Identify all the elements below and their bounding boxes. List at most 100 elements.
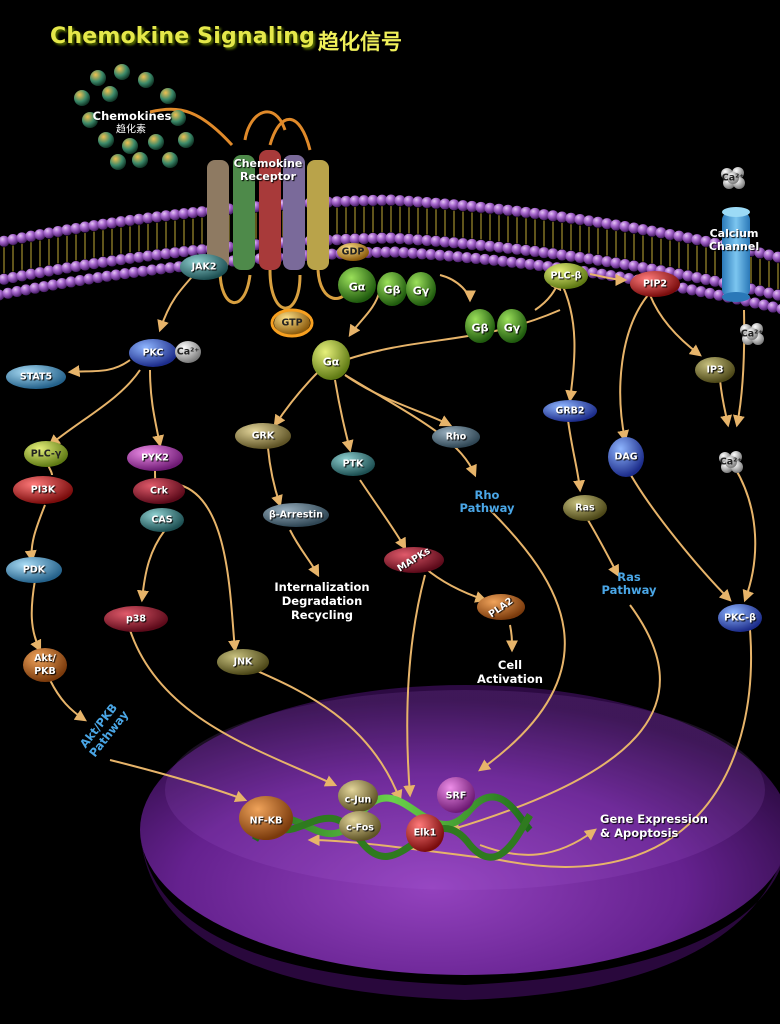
lipid-head-lower (398, 247, 410, 259)
lipid-head-lower (137, 265, 149, 277)
lipid-head-outer (196, 206, 208, 218)
label-pkc: PKC (142, 347, 164, 359)
pathway-arrows (24, 267, 757, 868)
lipid-head-lower (326, 248, 338, 260)
pdk-node (6, 557, 62, 583)
ca-pkc-node (175, 341, 201, 363)
lipid-head-inner (520, 244, 532, 256)
lipid-head-inner (448, 237, 460, 249)
lipid-head-lower (74, 274, 86, 286)
lipid-head-outer (457, 200, 469, 212)
lipid-head-lower (686, 284, 698, 296)
lipid-head-outer (124, 214, 136, 226)
label-grk: GRK (251, 430, 275, 442)
label-ip3: IP3 (706, 364, 724, 376)
lipid-head-inner (7, 272, 19, 284)
lipid-head-inner (88, 258, 100, 270)
plc-gamma-node (24, 441, 68, 467)
cas-node (140, 508, 184, 532)
lipid-head-outer (331, 196, 343, 208)
dna-helix (251, 793, 533, 861)
lipid-head-lower (29, 282, 41, 294)
lipid-head-inner (196, 244, 208, 256)
lipid-head-outer (160, 210, 172, 222)
lipid-head-inner (493, 241, 505, 253)
lipid-head-inner (709, 275, 721, 287)
gtp-node (274, 311, 310, 335)
lipid-head-inner (79, 259, 91, 271)
lipid-head-inner (16, 270, 28, 282)
lipid-head-lower (533, 259, 545, 271)
lipid-head-inner (124, 252, 136, 264)
lipid-head-inner (547, 248, 559, 260)
lipid-head-outer (700, 235, 712, 247)
calcium-channel (722, 207, 750, 302)
lipid-head-outer (394, 195, 406, 207)
lipid-head-outer (655, 227, 667, 239)
lipid-head-inner (25, 268, 37, 280)
lipid-head-outer (16, 232, 28, 244)
akt-node (23, 648, 67, 682)
lipid-head-outer (88, 220, 100, 232)
label-galpha-2: Gα (322, 355, 340, 369)
label-gtp: GTP (281, 317, 303, 329)
calcium-ion-cluster (719, 451, 743, 473)
lipid-head-outer (772, 251, 780, 263)
lipid-head-outer (439, 198, 451, 210)
gdp-node (337, 243, 369, 261)
lipid-head-inner (763, 287, 775, 299)
plc-beta-node (544, 263, 588, 289)
lipid-head-lower (479, 253, 491, 265)
lipid-head-outer (403, 195, 415, 207)
lipid-head-outer (34, 229, 46, 241)
lipid-head-inner (412, 234, 424, 246)
lipid-head-inner (565, 250, 577, 262)
lipid-head-inner (682, 270, 694, 282)
label-cas: CAS (151, 514, 173, 526)
lipid-head-outer (412, 196, 424, 208)
lipid-head-outer (529, 207, 541, 219)
lipid-head-lower (425, 249, 437, 261)
calcium-ion-cluster (721, 167, 745, 189)
label-pi3k: PI3K (30, 484, 56, 496)
lipid-head-inner (106, 255, 118, 267)
lipid-head-outer (628, 222, 640, 234)
lipid-head-lower (416, 248, 428, 260)
lipid-head-lower (65, 276, 77, 288)
rho-node (432, 426, 480, 448)
lipid-head-outer (79, 221, 91, 233)
label-beta-arrestin: β-Arrestin (268, 509, 324, 521)
lipid-head-outer (25, 230, 37, 242)
c-fos-node (339, 811, 381, 841)
label-c-jun: c-Jun (344, 794, 372, 806)
chemokine-molecule (82, 112, 98, 128)
galpha-2-node (312, 340, 350, 380)
lipid-head-lower (128, 266, 140, 278)
lipid-head-lower (110, 269, 122, 281)
lipid-head-inner (349, 233, 361, 245)
lipid-head-outer (169, 209, 181, 221)
galpha-1-node (338, 267, 376, 303)
lipid-head-lower (767, 301, 779, 313)
label-rho: Rho (445, 431, 467, 443)
lipid-head-outer (556, 211, 568, 223)
lipid-head-outer (106, 217, 118, 229)
lipid-head-inner (43, 265, 55, 277)
pi3k-node (13, 476, 73, 504)
pyk2-node (127, 445, 183, 471)
jak2-node (180, 254, 228, 280)
lipid-head-inner (403, 233, 415, 245)
lipid-head-inner (133, 251, 145, 263)
lipid-head-inner (619, 259, 631, 271)
lipid-head-outer (763, 249, 775, 261)
label-grb2: GRB2 (555, 405, 585, 417)
chemokine-molecule (132, 152, 148, 168)
lipid-head-outer (43, 227, 55, 239)
lipid-head-inner (538, 247, 550, 259)
lipid-head-inner (331, 234, 343, 246)
lipid-head-outer (637, 224, 649, 236)
lipid-head-lower (83, 273, 95, 285)
lipid-head-outer (61, 224, 73, 236)
lipid-head-lower (443, 250, 455, 262)
